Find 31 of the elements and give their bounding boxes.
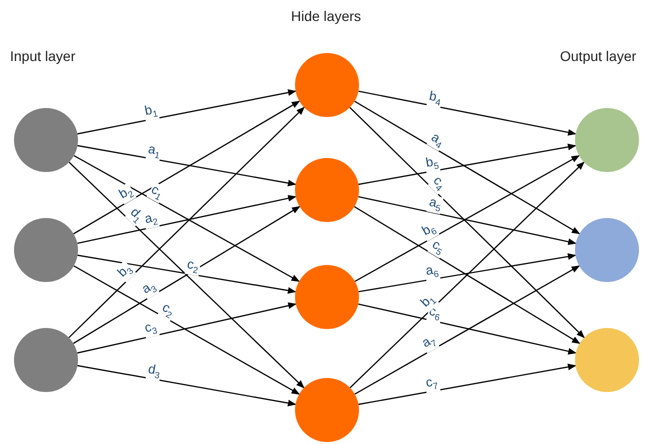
layer-node-circle [295, 378, 359, 442]
arrow [73, 100, 300, 234]
arrow [77, 145, 296, 186]
arrow [73, 206, 300, 344]
edge-label: a$_{5}$ [426, 195, 444, 214]
arrow [350, 162, 585, 388]
arrow [354, 265, 580, 395]
arrow [349, 107, 585, 338]
layer-title: Hide layers [291, 8, 362, 24]
arrow [68, 162, 305, 388]
arrow [74, 265, 300, 395]
arrow [77, 254, 296, 294]
arrow [358, 253, 576, 292]
arrow [77, 89, 296, 134]
arrow [77, 194, 297, 244]
arrow [358, 364, 576, 405]
arrow [77, 365, 296, 406]
arrow [77, 302, 297, 354]
arrow [74, 155, 300, 282]
arrow [68, 106, 305, 338]
arrow [354, 206, 580, 344]
arrow [354, 155, 580, 282]
arrow [354, 100, 580, 234]
layer-node-circle [295, 53, 359, 117]
arrow [358, 144, 576, 185]
edge-label: d$_{3}$ [146, 362, 163, 380]
layer-title: Output layer [560, 48, 636, 64]
layer-title: Input layer [10, 48, 76, 64]
arrow [358, 90, 576, 136]
arrow [358, 196, 577, 245]
arrow [358, 303, 577, 355]
